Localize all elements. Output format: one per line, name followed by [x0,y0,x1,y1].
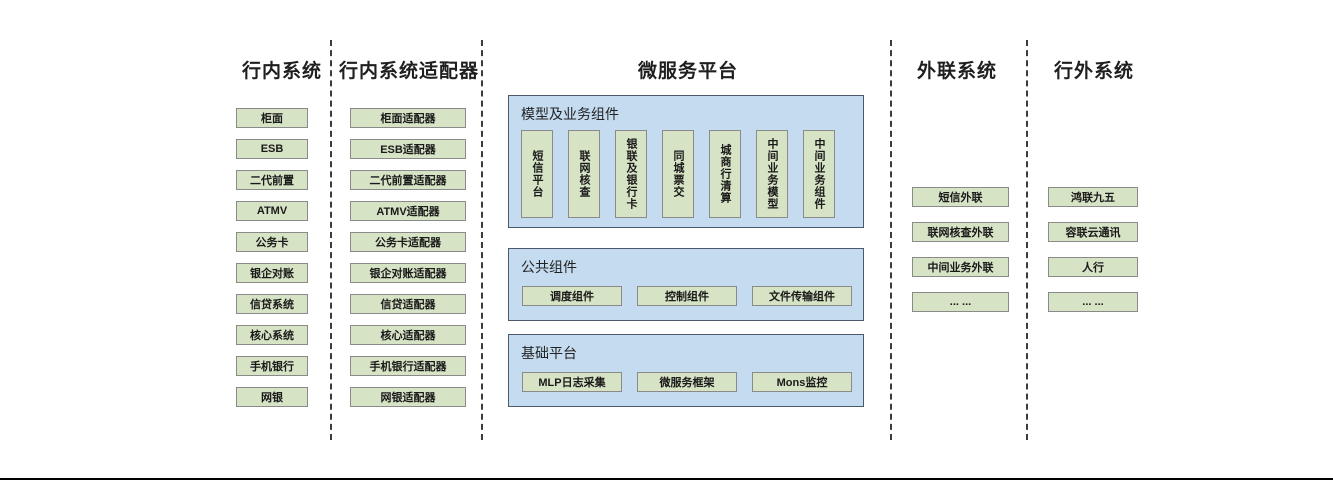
column-header-external-link-systems: 外联系统 [916,61,997,82]
component-box[interactable]: 银联及银行卡 [615,130,647,218]
item-box[interactable]: 鸿联九五 [1048,187,1138,207]
component-box[interactable]: MLP日志采集 [522,372,622,392]
item-box[interactable]: 网银 [236,387,308,407]
item-box[interactable]: ESB适配器 [350,139,466,159]
item-box[interactable]: 银企对账适配器 [350,263,466,283]
separator-4 [1026,40,1028,440]
item-box[interactable]: ... ... [912,292,1009,312]
component-box[interactable]: 城商行清算 [709,130,741,218]
panel-infrastructure-platform: 基础平台 [508,334,864,407]
item-box[interactable]: 短信外联 [912,187,1009,207]
panel-title-public-components: 公共组件 [521,259,577,275]
item-box[interactable]: ATMV适配器 [350,201,466,221]
item-box[interactable]: 手机银行适配器 [350,356,466,376]
component-box[interactable]: 调度组件 [522,286,622,306]
panel-public-components: 公共组件 [508,248,864,321]
component-box[interactable]: 中间业务模型 [756,130,788,218]
item-box[interactable]: 人行 [1048,257,1138,277]
column-header-outside-bank-systems: 行外系统 [1053,61,1134,82]
panel-title-model-business-components: 模型及业务组件 [521,106,619,122]
component-box[interactable]: 中间业务组件 [803,130,835,218]
item-box[interactable]: ESB [236,139,308,159]
component-box[interactable]: 文件传输组件 [752,286,852,306]
component-box[interactable]: 同城票交 [662,130,694,218]
platform-title: 微服务平台 [637,61,738,82]
item-box[interactable]: 银企对账 [236,263,308,283]
panel-title-infrastructure-platform: 基础平台 [521,345,577,361]
item-box[interactable]: 核心适配器 [350,325,466,345]
component-box[interactable]: 微服务框架 [637,372,737,392]
item-box[interactable]: 手机银行 [236,356,308,376]
component-box[interactable]: 联网核查 [568,130,600,218]
item-box[interactable]: ATMV [236,201,308,221]
item-box[interactable]: 中间业务外联 [912,257,1009,277]
separator-1 [330,40,332,440]
item-box[interactable]: 柜面适配器 [350,108,466,128]
item-box[interactable]: 柜面 [236,108,308,128]
item-box[interactable]: 公务卡适配器 [350,232,466,252]
item-box[interactable]: 公务卡 [236,232,308,252]
item-box[interactable]: 二代前置适配器 [350,170,466,190]
item-box[interactable]: 信贷系统 [236,294,308,314]
separator-3 [890,40,892,440]
column-header-internal-systems: 行内系统 [241,61,322,82]
item-box[interactable]: 网银适配器 [350,387,466,407]
component-box[interactable]: Mons监控 [752,372,852,392]
column-header-internal-system-adapters: 行内系统适配器 [338,61,479,82]
item-box[interactable]: 核心系统 [236,325,308,345]
item-box[interactable]: ... ... [1048,292,1138,312]
item-box[interactable]: 二代前置 [236,170,308,190]
component-box[interactable]: 短信平台 [521,130,553,218]
item-box[interactable]: 容联云通讯 [1048,222,1138,242]
bottom-divider [0,478,1333,480]
item-box[interactable]: 联网核查外联 [912,222,1009,242]
separator-2 [481,40,483,440]
component-box[interactable]: 控制组件 [637,286,737,306]
item-box[interactable]: 信贷适配器 [350,294,466,314]
